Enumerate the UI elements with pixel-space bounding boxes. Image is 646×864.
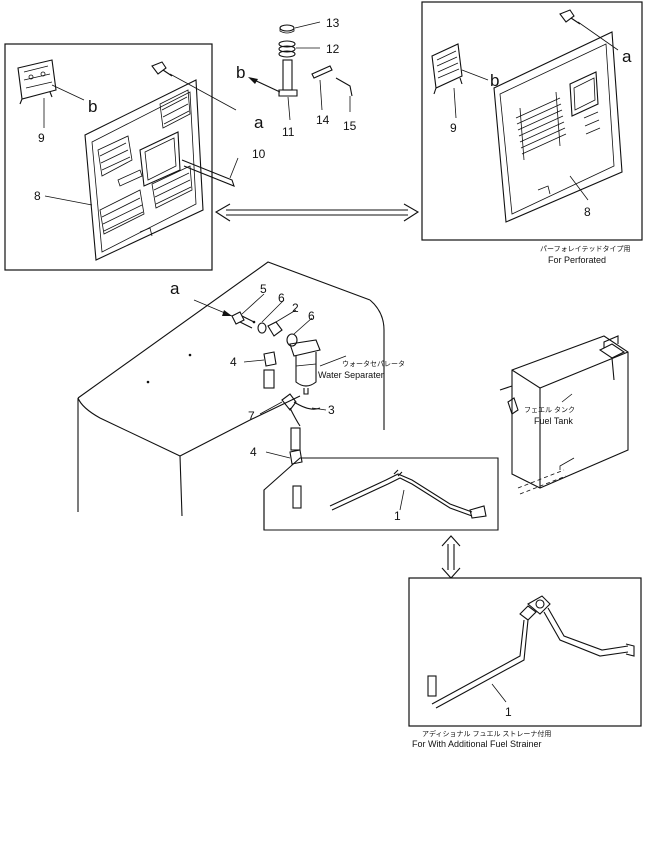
inset-frame xyxy=(4,43,213,271)
inset-perforated-cover: 9 8 b a xyxy=(421,1,643,241)
machine-enclosure xyxy=(77,261,385,517)
hose-vertical xyxy=(290,427,301,451)
label-b: b xyxy=(236,63,245,82)
callout-2: 2 xyxy=(292,301,299,315)
callout-6: 6 xyxy=(308,309,315,323)
callout-11: 11 xyxy=(282,125,295,139)
callout-1: 1 xyxy=(394,509,401,523)
hose-end xyxy=(427,675,437,697)
double-arrow-horizontal xyxy=(214,203,420,222)
pin-part-11 xyxy=(278,59,298,97)
caption-water-separator-jp: ウォータセパレータ xyxy=(342,359,405,368)
cap-part-13 xyxy=(279,24,295,32)
callout-9: 9 xyxy=(38,131,45,145)
bolt-part-5 xyxy=(231,311,255,329)
rod-part-10 xyxy=(181,159,235,187)
callout-8: 8 xyxy=(34,189,41,203)
fitting-part-4 xyxy=(263,351,277,367)
clip-part-15 xyxy=(335,77,353,97)
callout-5: 5 xyxy=(260,282,267,296)
bolt-icon xyxy=(151,61,173,77)
caption-fuel-tank-en: Fuel Tank xyxy=(534,416,573,426)
fuel-pipe-part-1 xyxy=(431,619,525,705)
perforated-panel-part-8 xyxy=(493,31,623,223)
hose-short xyxy=(263,369,275,389)
elbow-part-7 xyxy=(281,393,297,411)
label-a: a xyxy=(254,113,264,132)
callout-3: 3 xyxy=(328,403,335,417)
hardware-group: 13 12 11 14 15 b xyxy=(236,16,357,139)
caption-strainer-en: For With Additional Fuel Strainer xyxy=(412,739,542,749)
caption-strainer-jp: アディショナル フュエル ストレーナ付用 xyxy=(422,729,551,738)
caption-perforated-en: For Perforated xyxy=(548,255,606,265)
callout-15: 15 xyxy=(343,119,357,133)
caption-fuel-tank-jp: フェエル タンク xyxy=(524,405,575,414)
callout-4: 4 xyxy=(250,445,257,459)
inset-additional-strainer: 1 xyxy=(408,577,642,727)
washer-part-6 xyxy=(257,322,267,334)
plate-part-9 xyxy=(431,43,463,95)
hose-end xyxy=(292,485,302,509)
callout-7: 7 xyxy=(248,409,255,423)
label-a: a xyxy=(170,279,180,298)
hose-part-3 xyxy=(289,401,321,427)
inset-fuel-line: 1 xyxy=(263,457,567,531)
water-separator-body xyxy=(289,339,321,395)
callout-6: 6 xyxy=(278,291,285,305)
rod-part-14 xyxy=(311,65,333,79)
fuel-tank: フェエル タンク Fuel Tank xyxy=(499,335,629,489)
nut-part-2 xyxy=(267,321,283,337)
label-a: a xyxy=(622,47,632,66)
washer-part-6 xyxy=(286,333,298,347)
cover-panel-part-8 xyxy=(84,79,204,261)
label-b: b xyxy=(88,97,97,116)
fuel-pipe-part-1 xyxy=(329,473,473,513)
caption-perforated-jp: パーフォレイテッドタイプ用 xyxy=(540,244,630,253)
bolt-icon xyxy=(559,9,581,25)
water-separator-assembly: a 5 6 2 6 4 7 3 4 ウォータセパレータ Water Separa… xyxy=(170,279,405,465)
plate-part-9 xyxy=(17,59,57,105)
callout-1: 1 xyxy=(505,705,512,719)
fitting-part-4 xyxy=(289,449,303,465)
double-arrow-vertical xyxy=(441,535,461,579)
inset-standard-cover: 9 8 10 b a xyxy=(4,43,266,271)
strainer-assembly xyxy=(519,595,635,657)
spring-part-12 xyxy=(278,40,296,58)
callout-8: 8 xyxy=(584,205,591,219)
callout-10: 10 xyxy=(252,147,266,161)
callout-9: 9 xyxy=(450,121,457,135)
callout-4: 4 xyxy=(230,355,237,369)
callout-14: 14 xyxy=(316,113,330,127)
inset-frame xyxy=(421,1,643,241)
callout-12: 12 xyxy=(326,42,340,56)
callout-13: 13 xyxy=(326,16,340,30)
caption-water-separator-en: Water Separater xyxy=(318,370,384,380)
label-b: b xyxy=(490,71,499,90)
filler-cap-icon xyxy=(598,335,626,381)
